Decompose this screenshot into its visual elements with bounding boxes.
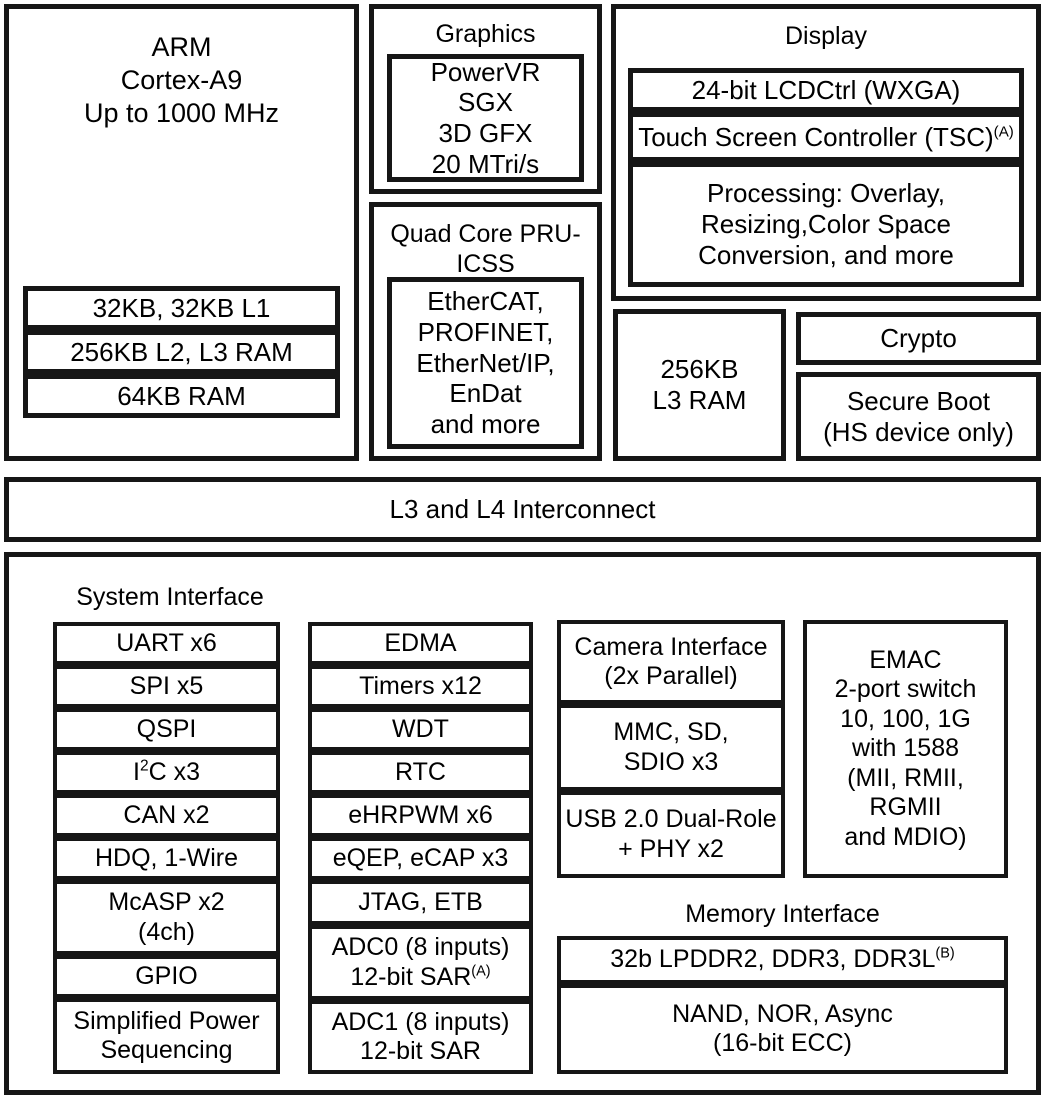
- display-tsc-text: Touch Screen Controller (TSC)(A): [638, 122, 1014, 153]
- periph-i2c-prefix: I: [133, 757, 140, 786]
- periph-edma-label: EDMA: [384, 628, 457, 657]
- periph-adc0-text: ADC0 (8 inputs) 12-bit SAR(A): [332, 933, 510, 992]
- periph-jtag-etb-block: JTAG, ETB: [308, 880, 533, 925]
- periph-adc0-note: (A): [471, 963, 491, 980]
- periph-emac-label: EMAC 2-port switch 10, 100, 1G with 1588…: [834, 645, 977, 851]
- periph-i2c-sup: 2: [139, 757, 149, 775]
- periph-spi-block: SPI x5: [53, 665, 280, 708]
- periph-adc0-block: ADC0 (8 inputs) 12-bit SAR(A): [308, 925, 533, 1000]
- periph-hdq-label: HDQ, 1-Wire: [94, 843, 239, 872]
- periph-camera-block: Camera Interface (2x Parallel): [557, 620, 785, 704]
- arm-memory-l2-label: 256KB L2, L3 RAM: [70, 336, 293, 367]
- periph-emac-block: EMAC 2-port switch 10, 100, 1G with 1588…: [803, 620, 1008, 878]
- crypto-block: Crypto: [796, 312, 1041, 365]
- periph-power-sequencing-label: Simplified Power Sequencing: [73, 1006, 260, 1065]
- periph-power-sequencing-block: Simplified Power Sequencing: [53, 998, 280, 1074]
- periph-spi-label: SPI x5: [129, 671, 204, 700]
- arm-memory-l1-label: 32KB, 32KB L1: [92, 292, 271, 323]
- display-processing-block: Processing: Overlay, Resizing,Color Spac…: [628, 162, 1024, 287]
- graphics-inner-block: PowerVR SGX 3D GFX 20 MTri/s: [387, 54, 584, 182]
- crypto-label: Crypto: [880, 323, 957, 354]
- memory-nand-block: NAND, NOR, Async (16-bit ECC): [557, 984, 1008, 1074]
- periph-adc1-block: ADC1 (8 inputs) 12-bit SAR: [308, 1000, 533, 1074]
- arm-memory-ram-label: 64KB RAM: [117, 380, 246, 411]
- periph-i2c-text: I2C x3: [133, 758, 200, 788]
- periph-usb-label: USB 2.0 Dual-Role + PHY x2: [565, 805, 777, 863]
- memory-ddr-block: 32b LPDDR2, DDR3, DDR3L(B): [557, 936, 1008, 984]
- secure-boot-label: Secure Boot (HS device only): [823, 385, 1014, 447]
- l3-ram-block: 256KB L3 RAM: [613, 309, 786, 461]
- display-block-title: Display: [785, 22, 867, 50]
- memory-interface-title: Memory Interface: [685, 900, 880, 928]
- periph-adc0-label: ADC0 (8 inputs) 12-bit SAR: [331, 933, 510, 991]
- l3-ram-label: 256KB L3 RAM: [652, 354, 747, 415]
- arm-memory-l1: 32KB, 32KB L1: [23, 286, 340, 330]
- arm-memory-ram: 64KB RAM: [23, 374, 340, 418]
- pru-icss-inner-label: EtherCAT, PROFINET, EtherNet/IP, EnDat a…: [416, 286, 555, 439]
- display-tsc-label: Touch Screen Controller (TSC): [638, 121, 994, 152]
- arm-cpu-heading: ARM Cortex-A9 Up to 1000 MHz: [83, 32, 280, 128]
- periph-edma-block: EDMA: [308, 622, 533, 665]
- periph-rtc-label: RTC: [395, 757, 446, 786]
- pru-icss-block-title: Quad Core PRU-ICSS: [390, 220, 581, 278]
- system-interface-title: System Interface: [76, 583, 264, 611]
- periph-mmc-label: MMC, SD, SDIO x3: [613, 718, 729, 776]
- graphics-inner-label: PowerVR SGX 3D GFX 20 MTri/s: [430, 56, 541, 179]
- periph-eqep-ecap-label: eQEP, eCAP x3: [332, 843, 509, 872]
- periph-qspi-block: QSPI: [53, 708, 280, 751]
- secure-boot-block: Secure Boot (HS device only): [796, 372, 1041, 461]
- periph-rtc-block: RTC: [308, 751, 533, 794]
- periph-gpio-label: GPIO: [135, 961, 198, 990]
- pru-icss-inner-block: EtherCAT, PROFINET, EtherNet/IP, EnDat a…: [387, 277, 584, 449]
- display-lcdctrl-block: 24-bit LCDCtrl (WXGA): [628, 68, 1024, 112]
- periph-wdt-label: WDT: [392, 714, 449, 743]
- graphics-block-title: Graphics: [435, 20, 536, 48]
- memory-nand-label: NAND, NOR, Async (16-bit ECC): [672, 999, 893, 1058]
- periph-mcasp-block: McASP x2 (4ch): [53, 880, 280, 955]
- periph-gpio-block: GPIO: [53, 955, 280, 998]
- periph-ehrpwm-block: eHRPWM x6: [308, 794, 533, 837]
- memory-ddr-label: 32b LPDDR2, DDR3, DDR3L: [610, 945, 936, 974]
- interconnect-block: L3 and L4 Interconnect: [4, 477, 1041, 542]
- periph-uart-block: UART x6: [53, 622, 280, 665]
- periph-mcasp-label: McASP x2 (4ch): [108, 888, 225, 946]
- periph-i2c-block: I2C x3: [53, 751, 280, 794]
- periph-timers-label: Timers x12: [359, 671, 482, 700]
- periph-mmc-block: MMC, SD, SDIO x3: [557, 704, 785, 791]
- arm-memory-l2: 256KB L2, L3 RAM: [23, 330, 340, 374]
- periph-i2c-rest: C x3: [148, 757, 200, 786]
- periph-ehrpwm-label: eHRPWM x6: [348, 800, 493, 829]
- periph-wdt-block: WDT: [308, 708, 533, 751]
- display-processing-label: Processing: Overlay, Resizing,Color Spac…: [698, 178, 954, 270]
- periph-eqep-ecap-block: eQEP, eCAP x3: [308, 837, 533, 880]
- periph-can-block: CAN x2: [53, 794, 280, 837]
- memory-ddr-note: (B): [935, 945, 955, 962]
- periph-can-label: CAN x2: [123, 800, 210, 829]
- periph-timers-block: Timers x12: [308, 665, 533, 708]
- display-lcdctrl-label: 24-bit LCDCtrl (WXGA): [691, 74, 961, 105]
- periph-camera-label: Camera Interface (2x Parallel): [574, 632, 768, 691]
- interconnect-label: L3 and L4 Interconnect: [389, 494, 656, 525]
- periph-jtag-etb-label: JTAG, ETB: [358, 887, 483, 916]
- periph-qspi-label: QSPI: [136, 714, 197, 743]
- memory-ddr-text: 32b LPDDR2, DDR3, DDR3L(B): [610, 945, 954, 975]
- display-tsc-note: (A): [993, 123, 1014, 140]
- periph-uart-label: UART x6: [116, 628, 217, 657]
- periph-usb-block: USB 2.0 Dual-Role + PHY x2: [557, 791, 785, 878]
- display-tsc-block: Touch Screen Controller (TSC)(A): [628, 112, 1024, 162]
- periph-hdq-block: HDQ, 1-Wire: [53, 837, 280, 880]
- periph-adc1-label: ADC1 (8 inputs) 12-bit SAR: [331, 1007, 510, 1066]
